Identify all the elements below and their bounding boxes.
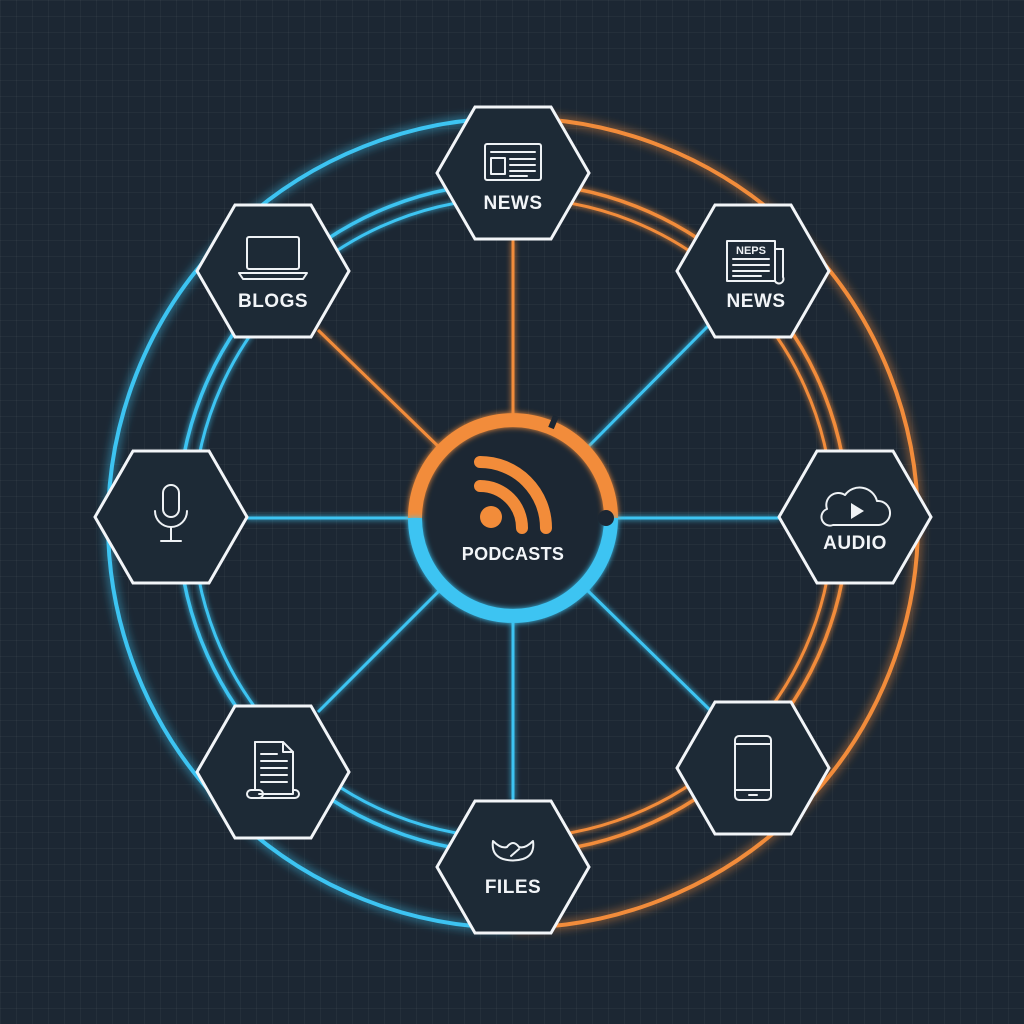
node-mobile[interactable] <box>675 700 831 836</box>
hub-ring-notch <box>548 414 559 430</box>
node-microphone[interactable] <box>93 449 249 585</box>
hub-label: PODCASTS <box>462 544 564 564</box>
node-label: FILES <box>485 877 541 898</box>
newspaper-icon <box>726 240 785 285</box>
spoke-mobile <box>583 586 714 714</box>
node-label: BLOGS <box>238 291 308 312</box>
spoke-document <box>316 586 444 714</box>
files-emblem-icon <box>491 840 535 862</box>
node-label: NEWS <box>727 291 786 312</box>
node-label: AUDIO <box>823 533 887 554</box>
node-blogs[interactable]: BLOGS <box>195 203 351 339</box>
node-news-right[interactable]: NEPS NEWS <box>675 203 831 339</box>
document-icon <box>246 741 300 799</box>
hub-ring-orange <box>408 413 618 519</box>
hub-ring-blue <box>408 517 618 623</box>
node-files[interactable]: FILES <box>435 799 591 935</box>
newspaper-grid-icon <box>484 143 542 181</box>
rss-feed-icon <box>474 456 552 534</box>
laptop-icon <box>238 236 308 280</box>
node-audio[interactable]: AUDIO <box>777 449 933 585</box>
node-document[interactable] <box>195 704 351 840</box>
hex-nodes: NEWS NEPS NEWS AUDIO <box>93 105 933 935</box>
node-news-top[interactable]: NEWS <box>435 105 591 241</box>
spoke-blogs <box>316 328 444 452</box>
microphone-icon <box>154 484 188 542</box>
node-label: NEWS <box>484 193 543 214</box>
spoke-news-right <box>583 320 714 452</box>
hub-podcasts[interactable]: PODCASTS <box>408 413 618 623</box>
hub-ring-dot <box>598 510 614 526</box>
cloud-play-icon <box>820 486 891 527</box>
spokes <box>246 240 780 800</box>
newspaper-icon-text: NEPS <box>736 245 766 257</box>
smartphone-icon <box>734 735 772 801</box>
